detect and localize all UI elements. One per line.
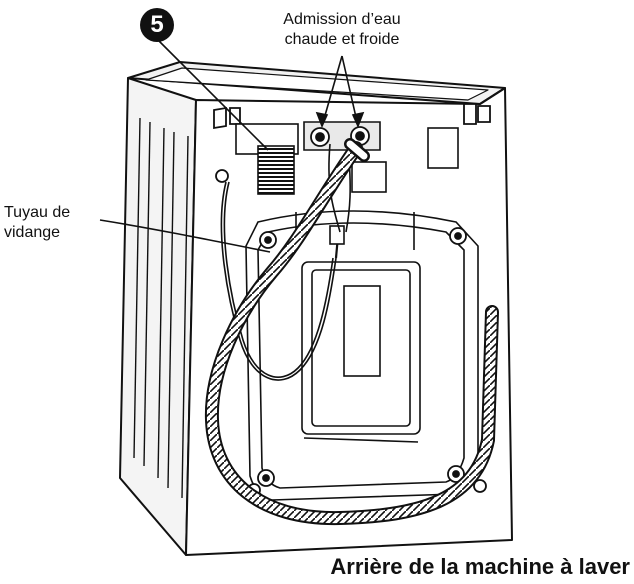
side-panel-ribs xyxy=(133,117,189,499)
drain-hose-label: Tuyau de vidange xyxy=(4,203,124,243)
power-plug xyxy=(329,225,345,245)
drain-hose-label-line1: Tuyau de xyxy=(4,204,71,221)
drain-hose xyxy=(204,138,499,526)
water-inlet-label: Admission d’eau chaude et froide xyxy=(262,10,422,50)
figure-caption: Arrière de la machine à laver xyxy=(330,554,630,579)
power-cord xyxy=(220,181,345,381)
drain-hose-label-line2: vidange xyxy=(4,224,61,241)
water-inlet-label-line1: Admission d’eau xyxy=(283,11,401,28)
water-inlet-label-line2: chaude et froide xyxy=(284,31,400,48)
step-number-badge: 5 xyxy=(140,8,174,42)
vent-grille xyxy=(257,145,295,195)
water-inlet-valves xyxy=(310,126,370,147)
callout-leaders xyxy=(99,39,365,253)
